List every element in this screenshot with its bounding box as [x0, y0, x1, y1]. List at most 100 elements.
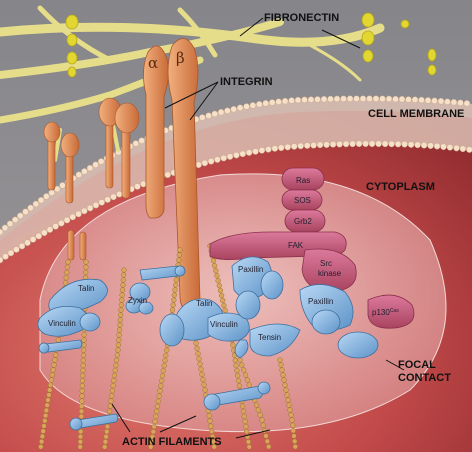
actin-bead [38, 444, 43, 449]
actin-bead [164, 348, 169, 353]
membrane-lipid-bead [399, 96, 405, 102]
membrane-lipid-bead [99, 199, 105, 205]
membrane-lipid-bead [324, 142, 330, 148]
actin-bead [195, 346, 200, 351]
actin-bead [247, 445, 252, 450]
membrane-lipid-bead [389, 141, 395, 147]
actin-bead [256, 408, 261, 413]
actin-bead [240, 404, 245, 409]
membrane-lipid-bead [451, 99, 457, 105]
actin-bead [80, 378, 85, 383]
actin-bead [43, 413, 48, 418]
membrane-lipid-bead [33, 201, 39, 207]
actin-bead [160, 373, 165, 378]
membrane-lipid-bead [360, 96, 366, 102]
membrane-lipid-bead [354, 96, 360, 102]
paxillin-right-label: Paxillin [308, 297, 333, 306]
actin-bead [265, 439, 270, 444]
vinculin-left-label: Vinculin [48, 319, 76, 328]
p130-label-superscript: Cas [390, 308, 399, 314]
fibronectin-label: FIBRONECTIN [264, 12, 339, 24]
membrane-lipid-bead [285, 144, 291, 150]
membrane-lipid-bead [295, 97, 301, 103]
actin-bead [162, 363, 167, 368]
actin-bead [64, 275, 69, 280]
actin-bead [170, 308, 175, 313]
actin-bead [82, 332, 87, 337]
vinculin-center-label: Vinculin [210, 320, 238, 329]
membrane-lipid-bead [38, 197, 44, 203]
actin-bead [260, 418, 265, 423]
membrane-lipid-bead [304, 143, 310, 149]
membrane-lipid-bead [350, 141, 356, 147]
actin-bead [287, 403, 292, 408]
actin-bead [102, 445, 107, 450]
actin-bead [80, 383, 85, 388]
actin-bead [288, 408, 293, 413]
actin-bead [81, 353, 86, 358]
membrane-lipid-bead [98, 159, 104, 165]
membrane-lipid-bead [432, 98, 438, 104]
actin-bead [196, 351, 201, 356]
actin-bead [42, 418, 47, 423]
membrane-lipid-bead [341, 96, 347, 102]
membrane-lipid-bead [382, 141, 388, 147]
actin-bead [65, 265, 70, 270]
membrane-lipid-bead [328, 96, 334, 102]
membrane-lipid-bead [415, 142, 421, 148]
membrane-lipid-bead [369, 141, 375, 147]
actin-bead [171, 303, 176, 308]
actin-bead [155, 404, 160, 409]
actin-bead [154, 409, 159, 414]
membrane-lipid-bead [250, 102, 256, 108]
membrane-lipid-bead [206, 113, 212, 119]
membrane-lipid-bead [8, 250, 14, 256]
actin-bead [112, 373, 117, 378]
membrane-lipid-bead [447, 144, 453, 150]
membrane-lipid-bead [460, 146, 466, 152]
actin-bead [107, 409, 112, 414]
integrin-label: INTEGRIN [220, 76, 273, 88]
actin-bead [78, 445, 83, 450]
membrane-lipid-bead [214, 157, 220, 163]
actin-bead [217, 283, 222, 288]
actin-bead [163, 353, 168, 358]
membrane-lipid-bead [363, 141, 369, 147]
actin-bead [82, 338, 87, 343]
grb2-label: Grb2 [294, 217, 312, 226]
fak-label: FAK [288, 241, 304, 250]
membrane-lipid-bead [334, 96, 340, 102]
membrane-lipid-bead [13, 247, 19, 253]
actin-bead [161, 368, 166, 373]
membrane-lipid-bead [282, 98, 288, 104]
membrane-lipid-bead [134, 184, 140, 190]
actin-bead [79, 404, 84, 409]
membrane-lipid-bead [330, 141, 336, 147]
actin-bead [178, 248, 183, 253]
paxillin-right-base [338, 332, 378, 358]
membrane-lipid-bead [457, 100, 463, 106]
actin-bead [177, 253, 182, 258]
actin-bead [110, 388, 115, 393]
actin-bead [174, 278, 179, 283]
sos-label: SOS [294, 196, 311, 205]
membrane-lipid-bead [265, 146, 271, 152]
actin-bead [151, 429, 156, 434]
membrane-lipid-bead [41, 230, 47, 236]
membrane-lipid-bead [269, 100, 275, 106]
actin-bead [78, 429, 83, 434]
talin-center-knob [160, 314, 184, 346]
zyxin-label: Zyxin [128, 296, 147, 305]
actin-bead [79, 409, 84, 414]
actin-bead [219, 293, 224, 298]
actin-bead [213, 268, 218, 273]
membrane-lipid-bead [321, 96, 327, 102]
membrane-lipid-bead [272, 146, 278, 152]
membrane-lipid-bead [412, 97, 418, 103]
membrane-lipid-bead [30, 236, 36, 242]
membrane-lipid-bead [76, 172, 82, 178]
actin-bead [48, 383, 53, 388]
membrane-lipid-bead [139, 138, 145, 144]
membrane-lipid-bead [419, 97, 425, 103]
vinculin-center-knob [236, 291, 260, 319]
